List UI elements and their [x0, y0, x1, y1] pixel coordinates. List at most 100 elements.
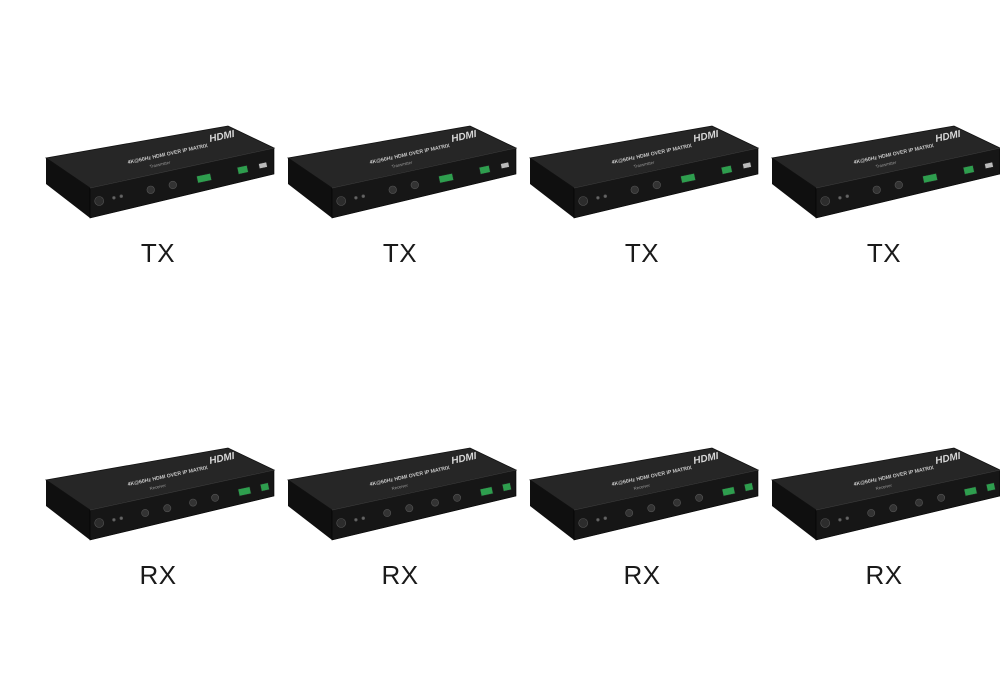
device-type-text: Transmitter [149, 160, 171, 169]
transmitter-label: TX [624, 238, 660, 268]
led-indicator-icon [845, 516, 849, 520]
led-indicator-icon [354, 518, 358, 522]
terminal-block-icon [438, 173, 454, 184]
terminal-block-icon [720, 165, 733, 175]
receiver-card: HDMI 4K@60Hz HDMI OVER IP MATRIX Receive… [280, 440, 520, 610]
audio-jack-icon [388, 185, 397, 194]
usb-port-icon [742, 161, 752, 169]
led-indicator-icon [112, 196, 116, 200]
audio-jack-icon [867, 509, 876, 517]
audio-jack-icon [453, 493, 462, 502]
ir-port-icon [94, 518, 105, 528]
audio-jack-icon [894, 180, 903, 190]
receiver-device-image: HDMI 4K@60Hz HDMI OVER IP MATRIX Receive… [44, 447, 276, 541]
led-indicator-icon [596, 518, 600, 522]
transmitter-label: TX [866, 238, 902, 268]
audio-jack-icon [168, 180, 177, 190]
terminal-block-icon [721, 486, 736, 497]
audio-jack-icon [431, 498, 439, 507]
transmitter-device-image: HDMI 4K@60Hz HDMI OVER IP MATRIX Transmi… [770, 125, 1000, 219]
audio-jack-icon [146, 185, 155, 194]
receiver-device-image: HDMI 4K@60Hz HDMI OVER IP MATRIX Receive… [770, 447, 1000, 541]
transmitter-device-image: HDMI 4K@60Hz HDMI OVER IP MATRIX Transmi… [528, 125, 760, 219]
hdmi-logo: HDMI [208, 451, 235, 467]
receiver-label: RX [623, 560, 661, 590]
led-indicator-icon [603, 194, 607, 198]
audio-jack-icon [652, 180, 661, 190]
audio-jack-icon [410, 180, 419, 190]
audio-jack-icon [673, 498, 681, 507]
audio-jack-icon [647, 504, 656, 513]
receiver-label: RX [381, 560, 419, 590]
transmitter-card: HDMI 4K@60Hz HDMI OVER IP MATRIX Transmi… [522, 118, 762, 288]
terminal-block-icon [479, 486, 494, 497]
led-indicator-icon [119, 516, 123, 520]
audio-jack-icon [915, 498, 923, 507]
audio-jack-icon [405, 504, 414, 513]
terminal-block-icon [236, 165, 249, 175]
device-type-text: Transmitter [875, 160, 897, 169]
led-indicator-icon [354, 196, 358, 200]
led-indicator-icon [112, 518, 116, 522]
hdmi-logo: HDMI [934, 129, 961, 145]
audio-jack-icon [383, 509, 392, 517]
ir-port-icon [94, 196, 105, 206]
terminal-block-icon [680, 173, 696, 184]
receiver-device-image: HDMI 4K@60Hz HDMI OVER IP MATRIX Receive… [286, 447, 518, 541]
usb-port-icon [258, 161, 268, 169]
hdmi-logo: HDMI [208, 129, 235, 145]
audio-jack-icon [872, 185, 881, 194]
device-type-text: Receiver [633, 483, 651, 491]
hdmi-logo: HDMI [692, 451, 719, 467]
device-type-text: Receiver [875, 483, 893, 491]
audio-jack-icon [937, 493, 946, 502]
device-type-text: Receiver [391, 483, 409, 491]
terminal-block-icon [922, 173, 938, 184]
led-indicator-icon [838, 196, 842, 200]
terminal-block-icon [985, 482, 996, 492]
led-indicator-icon [361, 516, 365, 520]
terminal-block-icon [196, 173, 212, 184]
hdmi-logo: HDMI [450, 451, 477, 467]
ir-port-icon [820, 518, 831, 528]
audio-jack-icon [889, 504, 898, 513]
receiver-label: RX [865, 560, 903, 590]
led-indicator-icon [845, 194, 849, 198]
ir-port-icon [578, 196, 589, 206]
device-type-text: Transmitter [633, 160, 655, 169]
led-indicator-icon [361, 194, 365, 198]
terminal-block-icon [963, 486, 978, 497]
audio-jack-icon [141, 509, 150, 517]
hdmi-logo: HDMI [692, 129, 719, 145]
receiver-device-image: HDMI 4K@60Hz HDMI OVER IP MATRIX Receive… [528, 447, 760, 541]
led-indicator-icon [838, 518, 842, 522]
hdmi-logo: HDMI [934, 451, 961, 467]
receiver-card: HDMI 4K@60Hz HDMI OVER IP MATRIX Receive… [764, 440, 1000, 610]
terminal-block-icon [962, 165, 975, 175]
terminal-block-icon [478, 165, 491, 175]
receiver-card: HDMI 4K@60Hz HDMI OVER IP MATRIX Receive… [38, 440, 278, 610]
audio-jack-icon [163, 504, 172, 513]
usb-port-icon [984, 161, 994, 169]
audio-jack-icon [625, 509, 634, 517]
terminal-block-icon [237, 486, 252, 497]
led-indicator-icon [596, 196, 600, 200]
receiver-label: RX [139, 560, 177, 590]
led-indicator-icon [603, 516, 607, 520]
device-type-text: Receiver [149, 483, 167, 491]
receiver-card: HDMI 4K@60Hz HDMI OVER IP MATRIX Receive… [522, 440, 762, 610]
transmitter-label: TX [140, 238, 176, 268]
terminal-block-icon [259, 482, 270, 492]
device-type-text: Transmitter [391, 160, 413, 169]
terminal-block-icon [743, 482, 754, 492]
audio-jack-icon [189, 498, 197, 507]
transmitter-card: HDMI 4K@60Hz HDMI OVER IP MATRIX Transmi… [764, 118, 1000, 288]
transmitter-card: HDMI 4K@60Hz HDMI OVER IP MATRIX Transmi… [38, 118, 278, 288]
ir-port-icon [336, 196, 347, 206]
transmitter-card: HDMI 4K@60Hz HDMI OVER IP MATRIX Transmi… [280, 118, 520, 288]
ir-port-icon [820, 196, 831, 206]
ir-port-icon [578, 518, 589, 528]
usb-port-icon [500, 161, 510, 169]
transmitter-device-image: HDMI 4K@60Hz HDMI OVER IP MATRIX Transmi… [44, 125, 276, 219]
audio-jack-icon [211, 493, 220, 502]
